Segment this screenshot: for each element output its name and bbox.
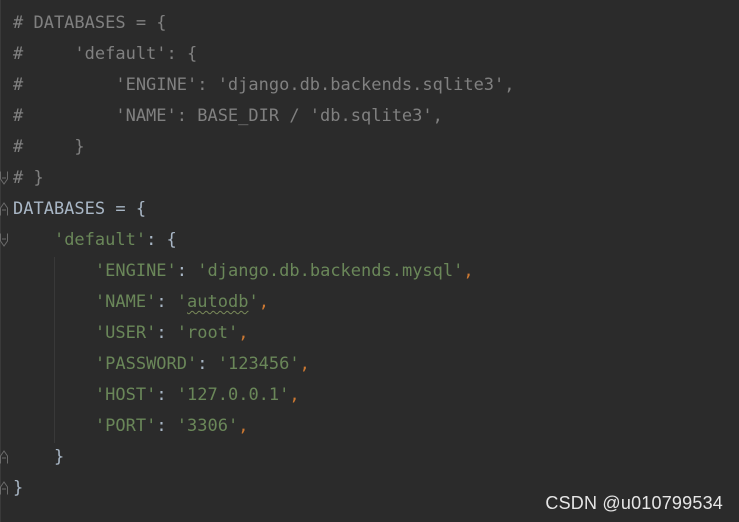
code-token: :: [156, 323, 177, 343]
code-token: # }: [13, 137, 85, 157]
code-token: [13, 385, 95, 405]
code-line[interactable]: 'ENGINE': 'django.db.backends.mysql',: [13, 256, 474, 287]
code-line[interactable]: # 'default': {: [13, 39, 197, 70]
fold-end-icon[interactable]: [0, 481, 8, 495]
code-token: 'HOST': [94, 385, 157, 405]
code-line[interactable]: 'PASSWORD': '123456',: [13, 349, 310, 380]
code-token: [13, 416, 95, 436]
code-token: 'ENGINE': [94, 261, 177, 281]
watermark: CSDN @u010799534: [545, 493, 723, 513]
code-token: autodb: [187, 292, 249, 312]
code-token: :: [176, 261, 198, 281]
code-token: ,: [238, 416, 249, 436]
code-line[interactable]: # }: [13, 163, 44, 194]
fold-end-icon[interactable]: [0, 450, 8, 464]
code-line[interactable]: # 'ENGINE': 'django.db.backends.sqlite3'…: [13, 70, 515, 101]
code-token: ,: [463, 261, 474, 281]
code-token: 'default': [53, 230, 147, 250]
code-token: [13, 292, 95, 312]
code-token: ,: [289, 385, 300, 405]
fold-end-icon[interactable]: [0, 171, 8, 185]
code-token: }: [13, 447, 65, 467]
code-line[interactable]: # }: [13, 132, 85, 163]
code-token: '3306': [176, 416, 239, 436]
code-line[interactable]: }: [13, 442, 64, 473]
code-token: :: [197, 354, 218, 374]
code-token: [13, 261, 95, 281]
code-line[interactable]: 'USER': 'root',: [13, 318, 249, 349]
code-token: ,: [238, 323, 249, 343]
code-token: ,: [299, 354, 310, 374]
code-token: :: [156, 416, 177, 436]
code-token: [13, 323, 95, 343]
code-line[interactable]: 'NAME': 'autodb',: [13, 287, 269, 318]
code-line[interactable]: 'default': {: [13, 225, 177, 256]
code-line[interactable]: DATABASES = {: [13, 194, 146, 225]
code-token: # 'NAME': BASE_DIR / 'db.sqlite3',: [13, 106, 443, 126]
code-token: [13, 354, 95, 374]
code-line[interactable]: 'HOST': '127.0.0.1',: [13, 380, 300, 411]
code-token: # 'default': {: [13, 44, 198, 64]
code-token: 'USER': [94, 323, 157, 343]
indent-guide: [54, 257, 55, 443]
code-token: 'django.db.backends.mysql': [197, 261, 464, 281]
code-line[interactable]: # DATABASES = {: [13, 8, 167, 39]
code-token: # 'ENGINE': 'django.db.backends.sqlite3'…: [13, 75, 515, 95]
code-line[interactable]: }: [13, 473, 23, 504]
code-token: '127.0.0.1': [176, 385, 290, 405]
code-token: '123456': [217, 354, 300, 374]
code-line[interactable]: # 'NAME': BASE_DIR / 'db.sqlite3',: [13, 101, 443, 132]
code-token: 'root': [176, 323, 239, 343]
code-token: [13, 230, 54, 250]
code-token: :: [156, 292, 177, 312]
code-token: DATABASES = {: [13, 199, 147, 219]
code-token: }: [13, 478, 24, 498]
code-token: :: [156, 385, 177, 405]
code-token: # DATABASES = {: [13, 13, 167, 33]
code-token: ,: [258, 292, 269, 312]
code-token: : {: [146, 230, 177, 250]
gutter-border: [0, 0, 1, 522]
code-token: 'PASSWORD': [94, 354, 198, 374]
fold-start-icon[interactable]: [0, 202, 8, 216]
fold-start-icon[interactable]: [0, 233, 8, 247]
code-token: 'PORT': [94, 416, 157, 436]
code-token: # }: [13, 168, 44, 188]
code-line[interactable]: 'PORT': '3306',: [13, 411, 249, 442]
code-token: ': [176, 292, 188, 312]
code-token: 'NAME': [94, 292, 157, 312]
code-token: ': [248, 292, 259, 312]
